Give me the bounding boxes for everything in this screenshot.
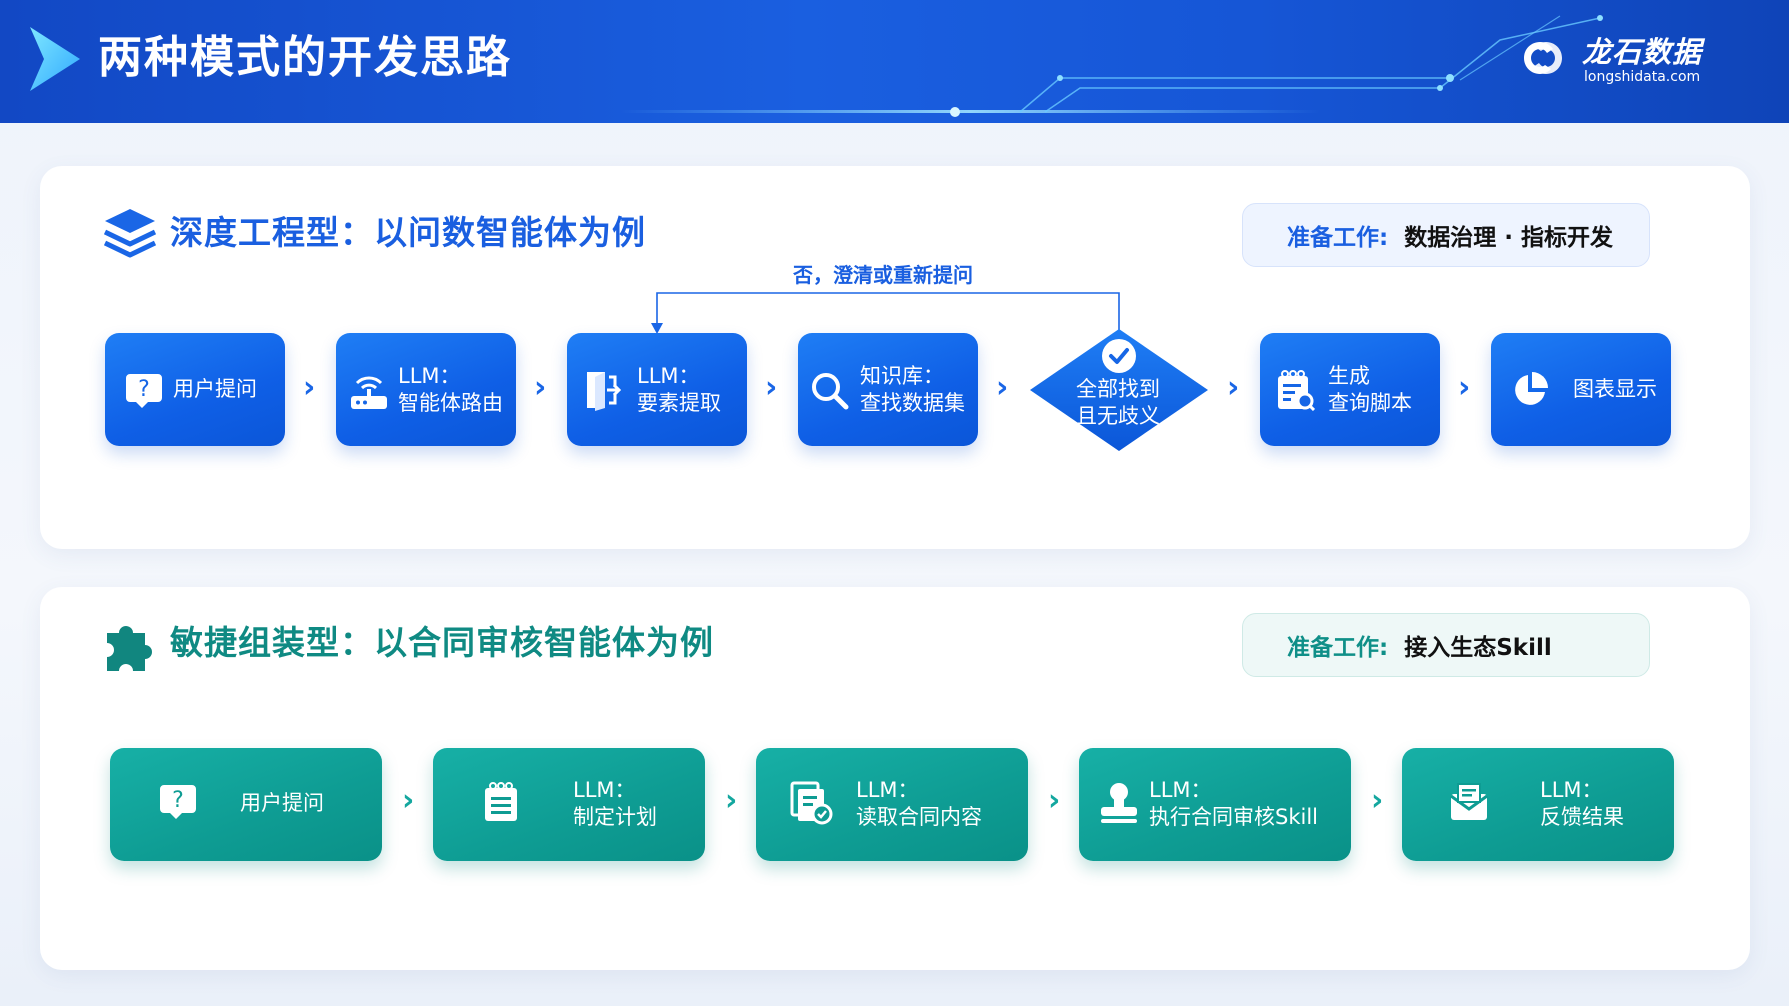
router-icon [348, 368, 390, 412]
page-title: 两种模式的开发思路 [98, 32, 512, 83]
node-label: 用户提问 [240, 791, 324, 815]
node-label: 制定计划 [573, 805, 657, 829]
deep-prep-value: 数据治理 · 指标开发 [1404, 225, 1613, 251]
node-label: 要素提取 [637, 390, 721, 415]
node-label: 且无歧义 [1076, 404, 1160, 428]
svg-text:?: ? [138, 377, 150, 402]
flow-arrow-chevron: › [303, 370, 316, 405]
flow-arrow-chevron: › [1227, 370, 1240, 405]
clarify-loop-connector [651, 292, 1120, 335]
deep-node-decision-diamond [1030, 329, 1208, 451]
flow-arrow-chevron: › [1371, 783, 1384, 818]
clarify-loop-label: 否，澄清或重新提问 [793, 263, 973, 287]
question-bubble-icon: ? [123, 369, 165, 411]
agile-node-feedback: LLM： 反馈结果 [1402, 748, 1674, 861]
agile-node-make-plan: LLM： 制定计划 [433, 748, 705, 861]
document-check-icon [788, 780, 834, 826]
layers-stack-icon [103, 209, 157, 258]
question-bubble-icon: ? [157, 780, 199, 822]
check-circle-icon [1102, 339, 1136, 373]
deep-node-agent-router: LLM：智能体路由 [336, 333, 516, 446]
flow-arrow-chevron: › [1048, 783, 1061, 818]
agile-prep-box: 准备工作: 接入生态Skill [1242, 613, 1650, 677]
play-triangle-icon [30, 27, 80, 91]
deep-node-generate-script: 生成查询脚本 [1260, 333, 1440, 446]
node-label: 用户提问 [173, 377, 257, 401]
agile-prep-label: 准备工作: [1287, 635, 1389, 661]
deep-section-title: 深度工程型：以问数智能体为例 [170, 213, 646, 252]
agile-node-user-question: ? 用户提问 [110, 748, 382, 861]
decision-label: 全部找到 且无歧义 [1048, 376, 1188, 430]
header-bar: 两种模式的开发思路 龙石数据 longshidata.com [0, 0, 1789, 123]
deep-node-element-extract: LLM：要素提取 [567, 333, 747, 446]
deep-prep-label: 准备工作: [1287, 225, 1389, 251]
longshi-logo-icon [1524, 42, 1562, 74]
node-label: 读取合同内容 [856, 805, 982, 829]
node-label: LLM： [1540, 778, 1603, 802]
svg-text:?: ? [172, 788, 184, 813]
flow-arrow-chevron: › [996, 370, 1009, 405]
notepad-icon [480, 780, 522, 824]
script-notepad-icon [1274, 368, 1316, 412]
search-icon [808, 369, 850, 411]
node-label: 生成 [1328, 363, 1370, 388]
node-label: 图表显示 [1573, 377, 1657, 401]
agile-node-execute-skill: LLM： 执行合同审核Skill [1079, 748, 1351, 861]
deep-node-user-question: ? 用户提问 [105, 333, 285, 446]
flow-arrow-chevron: › [1458, 370, 1471, 405]
agile-prep-value: 接入生态Skill [1404, 635, 1552, 661]
node-label: 查询脚本 [1328, 390, 1412, 415]
node-label: 知识库： [860, 363, 944, 388]
flow-arrow-chevron: › [765, 370, 778, 405]
node-label: 查找数据集 [860, 390, 965, 415]
agile-node-read-contract: LLM： 读取合同内容 [756, 748, 1028, 861]
node-label: LLM： [573, 778, 636, 802]
deep-prep-box: 准备工作: 数据治理 · 指标开发 [1242, 203, 1650, 267]
deep-node-knowledge-search: 知识库：查找数据集 [798, 333, 978, 446]
door-exit-icon [581, 368, 623, 412]
node-label: LLM： [398, 363, 461, 388]
node-label: 全部找到 [1076, 377, 1160, 401]
flow-arrow-chevron: › [725, 783, 738, 818]
node-label: LLM： [637, 363, 700, 388]
stamp-icon [1097, 780, 1141, 826]
agile-section-title: 敏捷组装型：以合同审核智能体为例 [170, 623, 714, 662]
node-label: LLM： [856, 778, 919, 802]
brand-name: 龙石数据 [1582, 35, 1703, 69]
mail-icon [1447, 780, 1491, 824]
node-label: 反馈结果 [1540, 805, 1624, 829]
puzzle-piece-icon [107, 626, 152, 671]
deep-node-chart-display: 图表显示 [1491, 333, 1671, 446]
flow-arrow-chevron: › [402, 783, 415, 818]
node-label: 执行合同审核Skill [1149, 805, 1318, 829]
node-label: 智能体路由 [398, 390, 503, 415]
header-circuit-decoration [620, 15, 1603, 117]
flow-arrow-chevron: › [534, 370, 547, 405]
node-label: LLM： [1149, 778, 1212, 802]
brand-url: longshidata.com [1584, 69, 1701, 85]
pie-chart-icon [1509, 369, 1551, 411]
